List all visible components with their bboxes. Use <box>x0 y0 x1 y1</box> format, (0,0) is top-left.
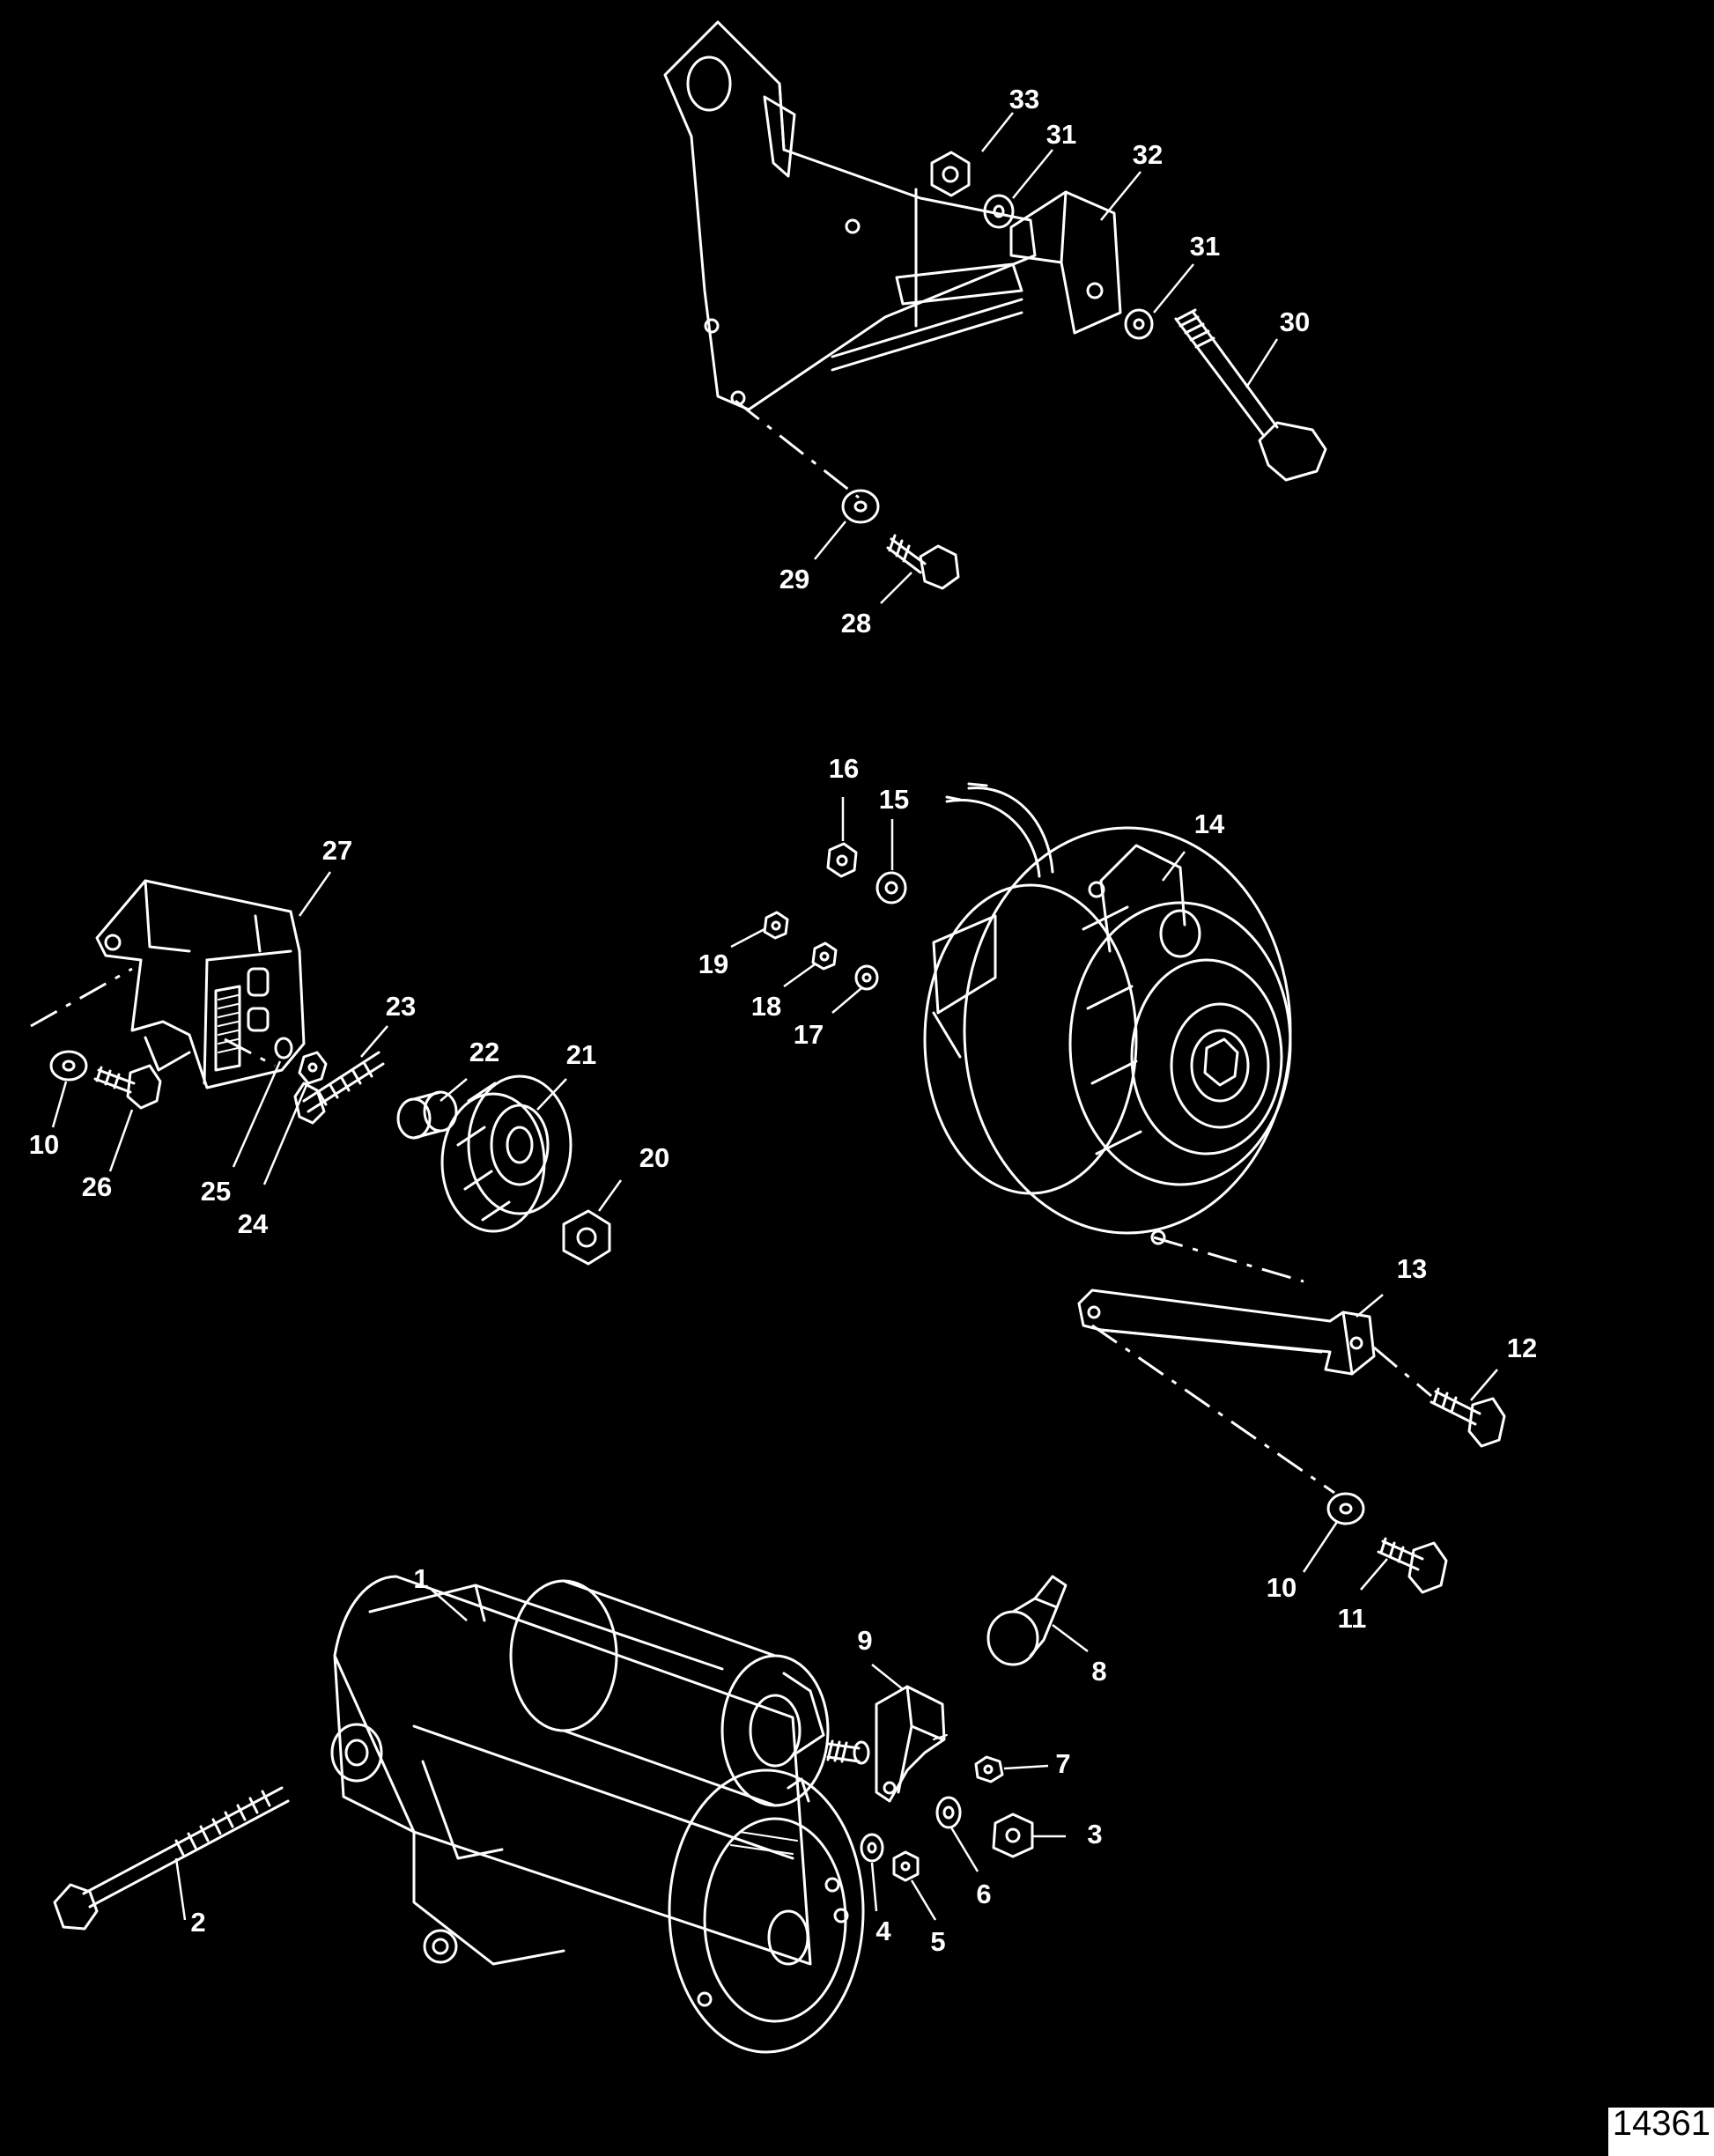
callout-10-upper: 10 <box>29 1129 59 1160</box>
idler-bracket-leader <box>30 967 133 1028</box>
callout-9: 9 <box>857 1625 872 1656</box>
starter-solenoid-terminals <box>787 1739 870 1803</box>
callout-15: 15 <box>879 784 909 815</box>
bolt-30 <box>1174 308 1327 482</box>
callout-32: 32 <box>1133 139 1163 170</box>
terminal-insulator-9 <box>875 1685 948 1803</box>
callout-2: 2 <box>190 1907 205 1938</box>
callout-28: 28 <box>841 608 871 639</box>
idler-pulley-21 <box>440 1074 573 1233</box>
screw-11 <box>1377 1537 1448 1594</box>
callout-24: 24 <box>238 1208 269 1239</box>
spacer-22 <box>396 1090 458 1140</box>
stud-23 <box>293 1051 385 1125</box>
boot-8 <box>986 1575 1068 1666</box>
lockwasher-17 <box>854 964 879 991</box>
lockwasher-15 <box>875 871 907 904</box>
nut-18 <box>811 941 838 971</box>
callout-14: 14 <box>1194 808 1225 839</box>
washer-6 <box>935 1796 962 1829</box>
callout-1: 1 <box>413 1563 428 1594</box>
callout-29: 29 <box>779 564 809 594</box>
figure-id-box: 14361 <box>1608 2104 1714 2156</box>
nut-19 <box>763 911 789 940</box>
callout-31-upper: 31 <box>1046 119 1076 150</box>
callout-numbers: 1 2 3 4 5 6 7 8 9 10 10 11 12 13 14 15 1… <box>29 84 1537 1957</box>
callout-27: 27 <box>322 835 352 866</box>
callout-26: 26 <box>82 1171 112 1202</box>
washer-10-upper <box>49 1050 88 1082</box>
callout-12: 12 <box>1507 1333 1537 1363</box>
lockwasher-25 <box>274 1037 293 1060</box>
brace-leader-lower <box>1091 1324 1335 1495</box>
callout-5: 5 <box>930 1926 945 1957</box>
callout-18: 18 <box>751 991 781 1022</box>
screw-28 <box>886 534 960 590</box>
starter-motor-1 <box>330 1575 865 2054</box>
nut-33 <box>930 151 971 197</box>
alternator-brace-leader <box>1153 1236 1304 1283</box>
nut-3 <box>992 1813 1034 1858</box>
callout-23: 23 <box>386 991 416 1022</box>
figure-id-label: 14361 <box>1613 2104 1710 2143</box>
callout-33: 33 <box>1009 84 1039 114</box>
washer-31-lower <box>1124 308 1154 340</box>
screw-26 <box>93 1064 162 1110</box>
nut-20 <box>562 1209 611 1266</box>
callout-10-lower: 10 <box>1267 1572 1297 1603</box>
callout-13: 13 <box>1397 1253 1427 1284</box>
callout-3: 3 <box>1087 1819 1102 1850</box>
starter-bolt-2 <box>53 1786 290 1931</box>
alternator-14 <box>923 782 1292 1245</box>
callout-30: 30 <box>1280 306 1310 337</box>
alternator-mounting-bracket <box>663 20 1037 411</box>
callout-17: 17 <box>794 1019 824 1050</box>
callout-16: 16 <box>829 753 859 784</box>
idler-stud-leader <box>224 1037 276 1067</box>
idler-bracket <box>95 879 306 1089</box>
callout-20: 20 <box>639 1142 669 1173</box>
callout-7: 7 <box>1055 1748 1070 1779</box>
bracket-leader-line <box>735 399 860 499</box>
callout-4: 4 <box>875 1916 891 1946</box>
nut-7 <box>974 1755 1004 1783</box>
callout-31-lower: 31 <box>1190 231 1220 262</box>
callout-11: 11 <box>1338 1603 1367 1634</box>
washer-4 <box>860 1833 884 1863</box>
washer-31-upper <box>983 194 1015 229</box>
callout-22: 22 <box>469 1037 499 1067</box>
callout-6: 6 <box>976 1879 991 1909</box>
spacer-bracket <box>1009 190 1122 335</box>
screw-12 <box>1430 1387 1506 1448</box>
nut-24 <box>298 1051 328 1085</box>
callout-25: 25 <box>201 1176 231 1207</box>
callout-19: 19 <box>698 949 728 979</box>
nut-16 <box>826 842 858 878</box>
washer-29 <box>841 489 880 524</box>
callout-21: 21 <box>566 1039 596 1070</box>
leader-lines <box>51 112 1498 1921</box>
alternator-brace-13 <box>1077 1288 1376 1376</box>
nut-5 <box>892 1850 920 1882</box>
brace-leader-right <box>1373 1346 1432 1398</box>
callout-8: 8 <box>1091 1656 1106 1687</box>
washer-10-lower <box>1326 1492 1365 1525</box>
